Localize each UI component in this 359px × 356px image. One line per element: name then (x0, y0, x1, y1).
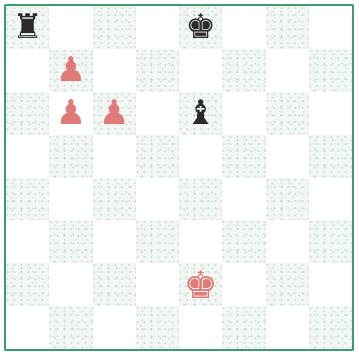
square-g8[interactable] (266, 6, 309, 49)
square-d3[interactable] (136, 220, 179, 263)
square-h1[interactable] (309, 306, 352, 349)
square-b2[interactable] (49, 263, 92, 306)
square-d1[interactable] (136, 306, 179, 349)
square-h7[interactable] (309, 49, 352, 92)
square-e2[interactable]: ♚ (179, 263, 222, 306)
square-c2[interactable] (93, 263, 136, 306)
square-e7[interactable] (179, 49, 222, 92)
square-a5[interactable] (6, 135, 49, 178)
square-f8[interactable] (222, 6, 265, 49)
square-d2[interactable] (136, 263, 179, 306)
square-d6[interactable] (136, 92, 179, 135)
square-f1[interactable] (222, 306, 265, 349)
white-pawn-icon[interactable]: ♟ (49, 92, 92, 135)
square-c3[interactable] (93, 220, 136, 263)
square-h5[interactable] (309, 135, 352, 178)
square-c4[interactable] (93, 178, 136, 221)
black-king-icon[interactable]: ♚ (179, 6, 222, 49)
square-h4[interactable] (309, 178, 352, 221)
square-g7[interactable] (266, 49, 309, 92)
square-d8[interactable] (136, 6, 179, 49)
white-pawn-icon[interactable]: ♟ (49, 49, 92, 92)
square-f2[interactable] (222, 263, 265, 306)
black-bishop-icon[interactable]: ♝ (179, 92, 222, 135)
square-f5[interactable] (222, 135, 265, 178)
square-b3[interactable] (49, 220, 92, 263)
square-e6[interactable]: ♝ (179, 92, 222, 135)
white-king-icon[interactable]: ♚ (179, 263, 222, 306)
square-g2[interactable] (266, 263, 309, 306)
square-b4[interactable] (49, 178, 92, 221)
square-c5[interactable] (93, 135, 136, 178)
square-a3[interactable] (6, 220, 49, 263)
chess-board-frame: ♜ ♚ ♟♟♟ ♝ ♚ (4, 4, 354, 351)
square-c7[interactable] (93, 49, 136, 92)
square-a7[interactable] (6, 49, 49, 92)
square-d7[interactable] (136, 49, 179, 92)
chess-board: ♜ ♚ ♟♟♟ ♝ ♚ (6, 6, 352, 349)
square-h6[interactable] (309, 92, 352, 135)
square-a6[interactable] (6, 92, 49, 135)
square-b6[interactable]: ♟ (49, 92, 92, 135)
square-f4[interactable] (222, 178, 265, 221)
square-d4[interactable] (136, 178, 179, 221)
square-g4[interactable] (266, 178, 309, 221)
square-e1[interactable] (179, 306, 222, 349)
square-g1[interactable] (266, 306, 309, 349)
square-c8[interactable] (93, 6, 136, 49)
square-g5[interactable] (266, 135, 309, 178)
square-c1[interactable] (93, 306, 136, 349)
white-pawn-icon[interactable]: ♟ (93, 92, 136, 135)
square-f3[interactable] (222, 220, 265, 263)
black-rook-icon[interactable]: ♜ (6, 6, 49, 49)
square-b7[interactable]: ♟ (49, 49, 92, 92)
square-b8[interactable] (49, 6, 92, 49)
square-a8[interactable]: ♜ (6, 6, 49, 49)
square-h2[interactable] (309, 263, 352, 306)
square-h3[interactable] (309, 220, 352, 263)
square-h8[interactable] (309, 6, 352, 49)
square-e5[interactable] (179, 135, 222, 178)
square-d5[interactable] (136, 135, 179, 178)
square-g6[interactable] (266, 92, 309, 135)
square-e4[interactable] (179, 178, 222, 221)
square-c6[interactable]: ♟ (93, 92, 136, 135)
square-g3[interactable] (266, 220, 309, 263)
square-e8[interactable]: ♚ (179, 6, 222, 49)
square-a2[interactable] (6, 263, 49, 306)
square-a1[interactable] (6, 306, 49, 349)
square-e3[interactable] (179, 220, 222, 263)
square-f6[interactable] (222, 92, 265, 135)
square-a4[interactable] (6, 178, 49, 221)
square-b5[interactable] (49, 135, 92, 178)
square-b1[interactable] (49, 306, 92, 349)
square-f7[interactable] (222, 49, 265, 92)
